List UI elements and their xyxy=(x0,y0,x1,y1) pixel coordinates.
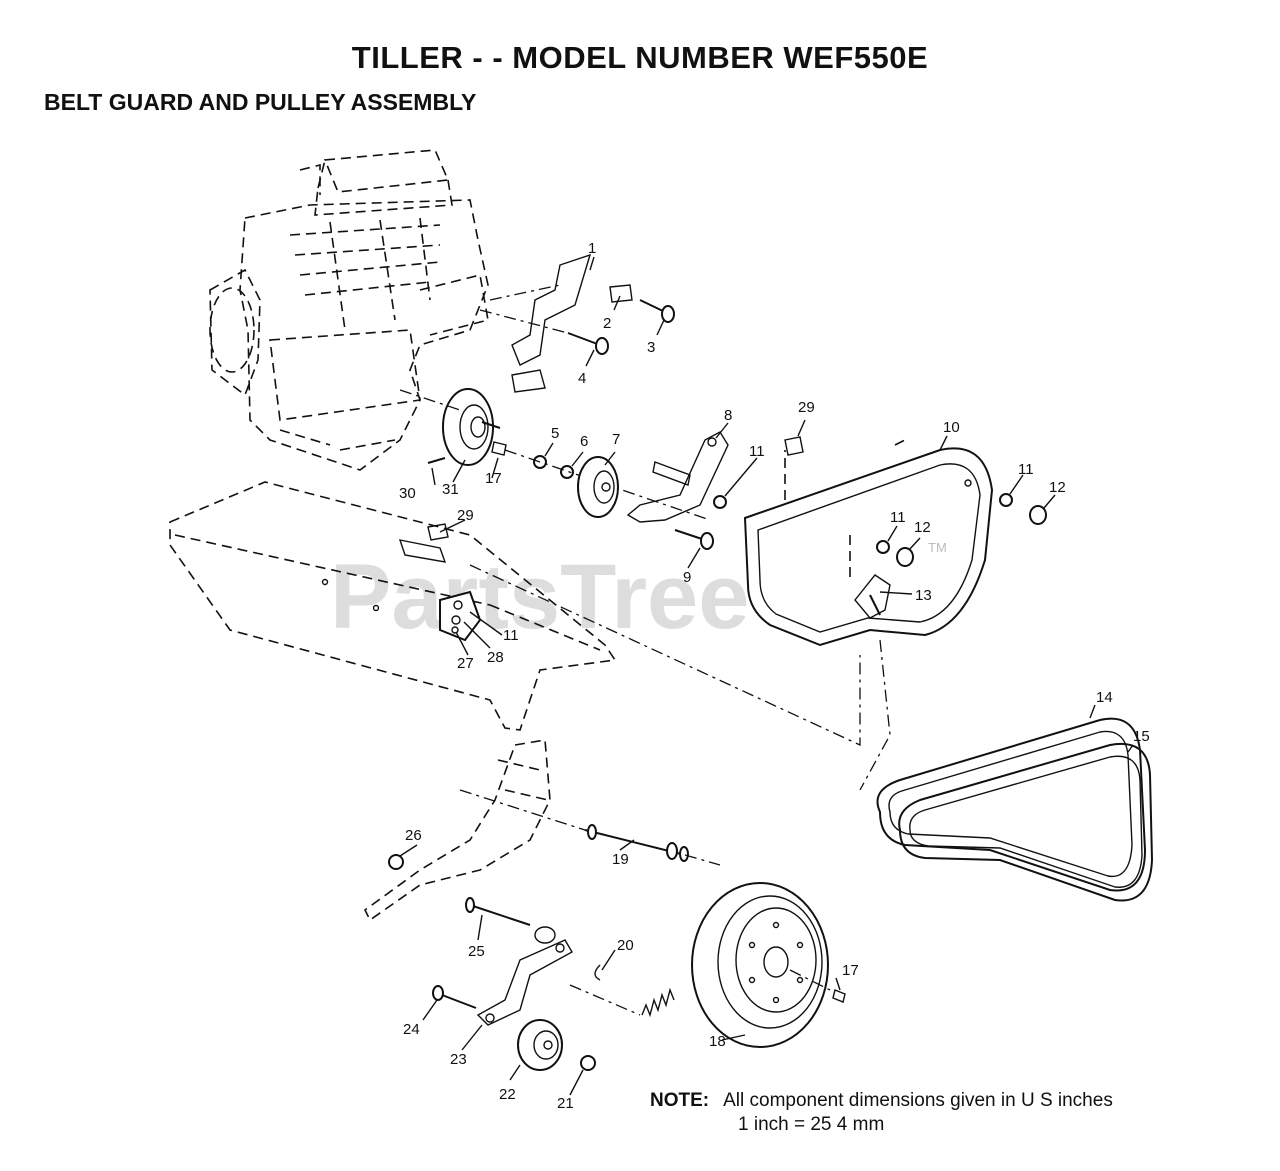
part-7-idler-pulley xyxy=(577,456,619,518)
callout-15: 15 xyxy=(1133,728,1150,745)
part-11-washer-b xyxy=(999,493,1013,507)
section-title: BELT GUARD AND PULLEY ASSEMBLY xyxy=(44,89,477,115)
page-title: TILLER - - MODEL NUMBER WEF550E xyxy=(351,40,929,75)
callout-19: 19 xyxy=(612,851,629,868)
callout-13: 13 xyxy=(915,587,932,604)
part-12-nut-b xyxy=(896,547,914,567)
callout-29b: 29 xyxy=(457,507,474,524)
part-31-engine-pulley xyxy=(399,388,501,466)
part-1-bracket xyxy=(489,253,592,393)
part-24-bolt xyxy=(432,985,477,1009)
guide-line-a xyxy=(469,564,861,747)
leader-lines xyxy=(399,256,1134,1096)
part-4-bolt xyxy=(479,309,609,355)
part-17-key-lower xyxy=(832,989,846,1003)
callout-25: 25 xyxy=(468,943,485,960)
callout-6: 6 xyxy=(580,433,588,450)
part-25-shaft xyxy=(465,897,556,944)
part-14-belt xyxy=(876,717,1147,892)
spring xyxy=(641,987,675,1018)
part-30-setscrew xyxy=(427,457,446,464)
part-10-belt-guard xyxy=(743,439,994,647)
callout-18: 18 xyxy=(709,1033,726,1050)
part-3-bolt xyxy=(639,299,675,323)
callout-23: 23 xyxy=(450,1051,467,1068)
callout-4: 4 xyxy=(578,370,586,387)
note-line2: 1 inch = 25 4 mm xyxy=(738,1114,885,1135)
part-29-clip-lower xyxy=(427,523,449,541)
part-11-washer-a xyxy=(713,495,727,509)
callout-17a: 17 xyxy=(485,470,502,487)
callout-11a: 11 xyxy=(749,443,765,460)
part-8-idler-arm xyxy=(626,431,729,523)
callout-30: 30 xyxy=(399,485,416,502)
callout-20: 20 xyxy=(617,937,634,954)
callout-12a: 12 xyxy=(1049,479,1066,496)
note-line1: All component dimensions given in U S in… xyxy=(723,1090,1113,1111)
callout-10: 10 xyxy=(943,419,960,436)
part-17-key xyxy=(491,441,507,456)
callout-11d: 11 xyxy=(503,627,519,644)
note: NOTE: All component dimensions given in U… xyxy=(650,1090,1113,1112)
callout-22: 22 xyxy=(499,1086,516,1103)
callout-11b: 11 xyxy=(1018,461,1034,478)
note-label: NOTE: xyxy=(650,1090,710,1111)
callout-2: 2 xyxy=(603,315,611,332)
callout-11c: 11 xyxy=(890,509,906,526)
part-29-clip-upper xyxy=(784,436,804,456)
guide-line-b xyxy=(859,639,891,791)
part-22-idler-pulley xyxy=(517,1019,563,1071)
part-9-bolt xyxy=(674,529,714,550)
part-11-washer-c xyxy=(876,540,890,554)
part-20-clip xyxy=(594,964,601,981)
part-15-belt xyxy=(898,742,1154,902)
callout-8: 8 xyxy=(724,407,732,424)
callout-17b: 17 xyxy=(842,962,859,979)
callout-29a: 29 xyxy=(798,399,815,416)
part-23-tension-arm xyxy=(476,939,573,1026)
callout-26: 26 xyxy=(405,827,422,844)
callout-12b: 12 xyxy=(914,519,931,536)
part-26-nut xyxy=(388,854,404,870)
callout-14: 14 xyxy=(1096,689,1113,706)
callout-5: 5 xyxy=(551,425,559,442)
callout-27: 27 xyxy=(457,655,474,672)
callout-24: 24 xyxy=(403,1021,420,1038)
part-2-clip xyxy=(609,284,633,303)
part-21-nut xyxy=(580,1055,596,1071)
lower-bracket xyxy=(363,739,551,922)
callout-7: 7 xyxy=(612,431,620,448)
callout-3: 3 xyxy=(647,339,655,356)
callout-31: 31 xyxy=(442,481,459,498)
watermark-tm: TM xyxy=(928,540,947,555)
callout-1: 1 xyxy=(588,240,596,257)
callout-labels: 1 2 3 4 5 6 7 8 9 10 11 11 11 11 12 12 1… xyxy=(399,240,1150,1112)
part-19-shaft xyxy=(459,789,721,866)
guide-line-c xyxy=(569,984,641,1016)
callout-9: 9 xyxy=(683,569,691,586)
callout-21: 21 xyxy=(557,1095,574,1112)
part-18-drive-pulley xyxy=(691,882,831,1048)
engine-outline xyxy=(209,149,489,471)
part-13-stud xyxy=(849,535,891,619)
callout-28: 28 xyxy=(487,649,504,666)
part-6-washer xyxy=(560,465,574,479)
part-12-nut-a xyxy=(1029,505,1047,525)
